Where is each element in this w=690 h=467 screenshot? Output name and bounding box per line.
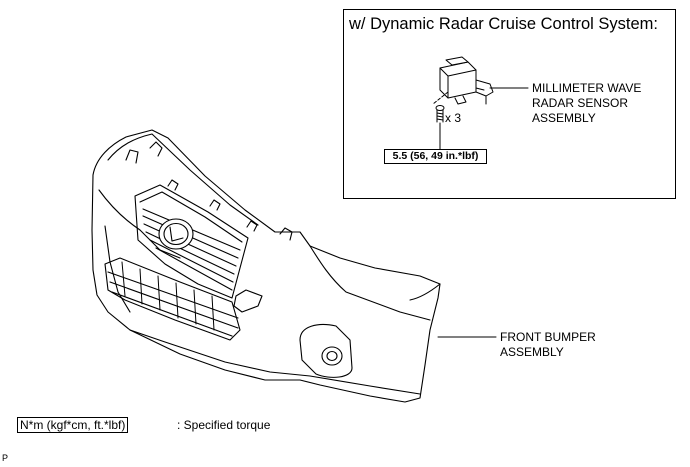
corner-id: P: [2, 453, 9, 463]
sensor-label-line-2: RADAR SENSOR: [532, 96, 629, 110]
sensor-label-line-1: MILLIMETER WAVE: [532, 81, 642, 95]
front-bumper-drawing: [91, 129, 441, 403]
radar-sensor-drawing: [432, 56, 494, 105]
bolt-quantity: x 3: [445, 111, 462, 125]
legend-description: : Specified torque: [177, 418, 271, 432]
bolt-drawing: [435, 105, 445, 123]
bumper-label-line-1: FRONT BUMPER: [500, 330, 596, 344]
bumper-label: FRONT BUMPER ASSEMBLY: [500, 330, 596, 360]
inset-title: w/ Dynamic Radar Cruise Control System:: [349, 15, 659, 33]
inset-frame: [343, 9, 676, 199]
sensor-label: MILLIMETER WAVE RADAR SENSOR ASSEMBLY: [532, 81, 641, 126]
sensor-label-line-3: ASSEMBLY: [532, 111, 596, 125]
torque-spec-box: 5.5 (56, 49 in.*lbf): [384, 149, 487, 164]
bumper-label-line-2: ASSEMBLY: [500, 345, 564, 359]
legend-torque-symbol: N*m (kgf*cm, ft.*lbf): [17, 417, 129, 433]
